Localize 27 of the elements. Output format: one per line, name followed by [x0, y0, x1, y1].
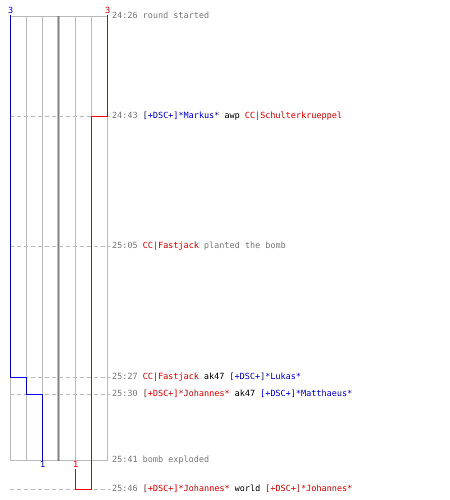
player-count: 3	[105, 7, 110, 15]
timestamp: 25:41	[112, 455, 138, 465]
event-text: planted the bomb	[204, 241, 286, 251]
player-name: [+DSC+]*Matthaeus*	[260, 389, 352, 399]
player-name: CC|Schulterkrueppel	[244, 111, 342, 121]
weapon-name: ak47	[204, 372, 224, 382]
timestamp: 25:46	[112, 484, 138, 494]
player-name: [+DSC+]*Markus*	[142, 111, 220, 121]
player-name: CC|Fastjack	[142, 241, 199, 251]
timestamp: 24:26	[112, 11, 138, 21]
player-count: 3	[8, 7, 14, 15]
player-count: 1	[73, 461, 78, 469]
player-name: CC|Fastjack	[142, 372, 199, 382]
timestamp: 25:27	[112, 372, 138, 382]
timestamp: 25:05	[112, 241, 138, 251]
weapon-name: world	[234, 484, 260, 494]
player-count: 1	[40, 461, 46, 469]
weapon-name: ak47	[234, 389, 256, 399]
event-text: round started	[142, 11, 210, 21]
player-name: [+DSC+]*Johannes*	[265, 484, 352, 494]
weapon-name: awp	[224, 111, 240, 121]
event-text: bomb exploded	[142, 455, 210, 465]
player-name: [+DSC+]*Johannes*	[142, 389, 230, 399]
player-name: [+DSC+]*Lukas*	[229, 372, 302, 382]
timestamp: 25:30	[112, 389, 138, 399]
timestamp: 24:43	[112, 111, 138, 121]
player-name: [+DSC+]*Johannes*	[142, 484, 230, 494]
